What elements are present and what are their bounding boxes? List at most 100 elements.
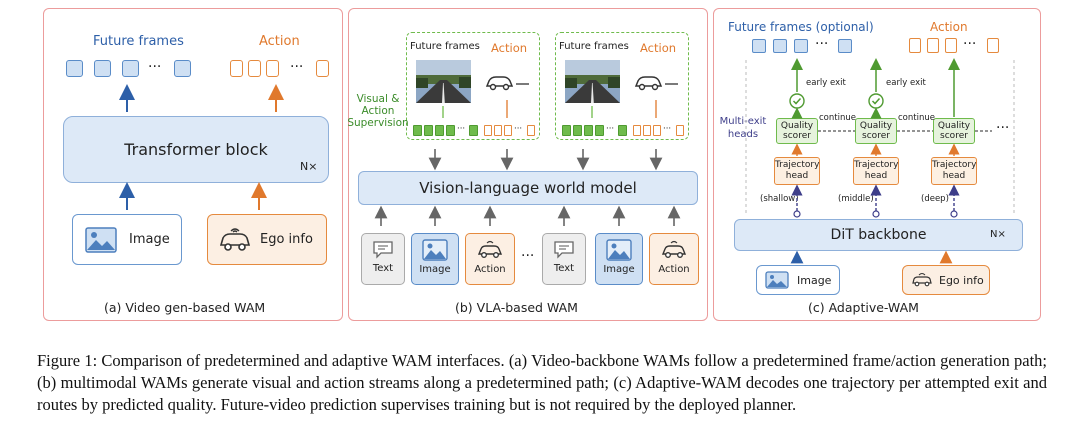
- continue-label: continue: [819, 113, 856, 123]
- car-icon: [219, 227, 251, 251]
- car-icon: [661, 240, 687, 258]
- text-input-label: Text: [553, 263, 575, 274]
- repeat-label: N×: [990, 229, 1006, 240]
- action-token: [504, 125, 512, 136]
- action-input-label: Action: [658, 264, 690, 275]
- quality-scorer-middle: Quality scorer: [855, 118, 897, 144]
- image-icon: [606, 239, 632, 261]
- supervision-group-2: [555, 32, 689, 140]
- ellipsis: ···: [290, 59, 304, 75]
- action-token: [987, 38, 999, 53]
- panel-c: [713, 8, 1041, 321]
- ellipsis: ···: [514, 124, 523, 134]
- future-frames-label: Future frames: [410, 41, 480, 52]
- image-input: Image: [756, 265, 840, 295]
- ellipsis: ···: [663, 124, 672, 134]
- action-token: [527, 125, 535, 136]
- ellipsis: ···: [457, 124, 466, 134]
- action-token: [653, 125, 661, 136]
- multi-exit-heads-label: Multi-exit heads: [719, 116, 767, 140]
- transformer-block-label: Transformer block: [124, 140, 268, 159]
- depth-label-middle: (middle): [838, 194, 874, 204]
- frame-token: [773, 39, 787, 53]
- tap-point: [950, 210, 958, 218]
- supervision-label: Visual & Action Supervision: [347, 93, 409, 129]
- tap-point: [872, 210, 880, 218]
- visual-token: [413, 125, 422, 136]
- action-token: [316, 60, 329, 77]
- visual-token: [595, 125, 604, 136]
- action-token: [248, 60, 261, 77]
- figure-caption: Figure 1: Comparison of predetermined an…: [37, 351, 1047, 414]
- action-token: [266, 60, 279, 77]
- action-label: Action: [930, 20, 968, 34]
- action-label: Action: [259, 34, 300, 49]
- continue-label: continue: [898, 113, 935, 123]
- supervision-group-1: [406, 32, 540, 140]
- depth-label-shallow: (shallow): [760, 194, 799, 204]
- image-input: Image: [411, 233, 459, 285]
- future-frames-optional-label: Future frames (optional): [728, 20, 874, 34]
- image-icon: [422, 239, 448, 261]
- caption-c: (c) Adaptive-WAM: [808, 300, 919, 315]
- image-icon: [85, 226, 117, 253]
- visual-token: [469, 125, 478, 136]
- caption-b: (b) VLA-based WAM: [455, 300, 578, 315]
- chat-icon: [373, 241, 393, 259]
- image-input: Image: [72, 214, 182, 265]
- ellipsis: ···: [963, 36, 977, 52]
- ego-info-input: Ego info: [207, 214, 327, 265]
- car-icon: [477, 240, 503, 258]
- image-input-label: Image: [603, 264, 635, 275]
- dit-backbone: DiT backbone: [734, 219, 1023, 251]
- visual-token: [446, 125, 455, 136]
- action-token: [945, 38, 957, 53]
- car-icon: [912, 273, 932, 287]
- visual-token: [584, 125, 593, 136]
- early-exit-label: early exit: [806, 78, 846, 88]
- action-input: Action: [649, 233, 699, 285]
- action-input: Action: [465, 233, 515, 285]
- transformer-block: Transformer block: [63, 116, 329, 183]
- caption-a: (a) Video gen-based WAM: [104, 300, 266, 315]
- vision-language-world-model: Vision-language world model: [358, 171, 698, 205]
- ellipsis: ···: [815, 36, 829, 52]
- action-token: [230, 60, 243, 77]
- future-frames-label: Future frames: [93, 34, 184, 49]
- image-input-label: Image: [129, 232, 170, 247]
- ego-info-label: Ego info: [939, 273, 984, 287]
- action-token: [494, 125, 502, 136]
- text-input: Text: [361, 233, 405, 285]
- frame-token: [122, 60, 139, 77]
- world-model-label: Vision-language world model: [419, 179, 637, 197]
- trajectory-head-middle: Trajectory head: [853, 157, 899, 185]
- trajectory-head-deep: Trajectory head: [931, 157, 977, 185]
- image-icon: [765, 271, 789, 289]
- visual-token: [562, 125, 571, 136]
- action-input-label: Action: [474, 264, 506, 275]
- image-input-label: Image: [419, 264, 451, 275]
- tap-point: [793, 210, 801, 218]
- road-image: [565, 60, 620, 103]
- visual-token: [618, 125, 627, 136]
- image-input: Image: [595, 233, 643, 285]
- depth-label-deep: (deep): [921, 194, 949, 204]
- early-exit-label: early exit: [886, 78, 926, 88]
- panel-b: [348, 8, 708, 321]
- ellipsis: ···: [148, 59, 162, 75]
- ellipsis: ···: [606, 124, 615, 134]
- action-token: [643, 125, 651, 136]
- action-token: [633, 125, 641, 136]
- check-icon: [789, 93, 805, 109]
- trajectory-head-shallow: Trajectory head: [774, 157, 820, 185]
- frame-token: [838, 39, 852, 53]
- visual-token: [424, 125, 433, 136]
- quality-scorer-deep: Quality scorer: [933, 118, 975, 144]
- action-token: [676, 125, 684, 136]
- dit-backbone-label: DiT backbone: [830, 227, 927, 243]
- frame-token: [174, 60, 191, 77]
- frame-token: [794, 39, 808, 53]
- car-icon: [634, 76, 678, 91]
- future-frames-label: Future frames: [559, 41, 629, 52]
